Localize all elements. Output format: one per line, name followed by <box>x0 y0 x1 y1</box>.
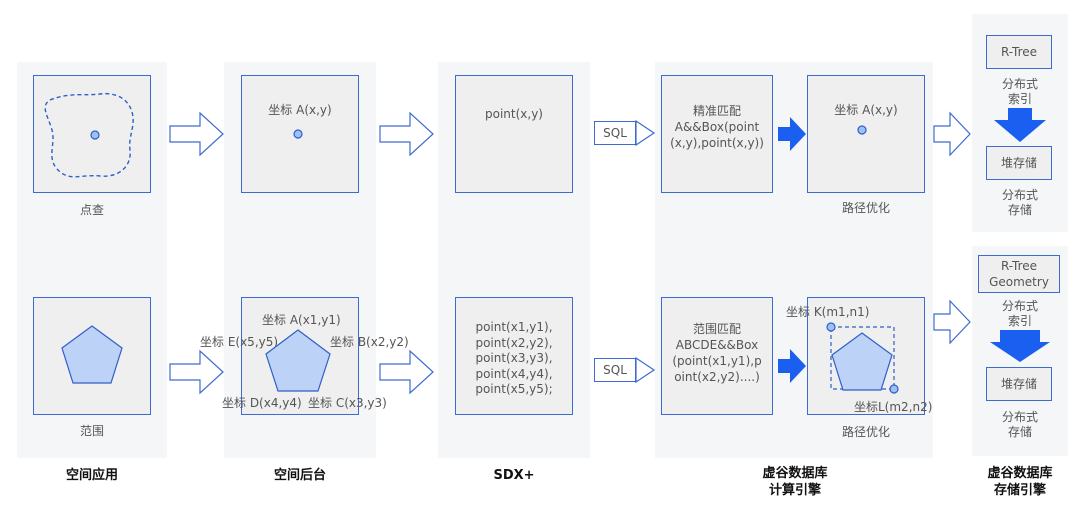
backend-coord-c: 坐标 C(x3,y3) <box>308 396 387 410</box>
range-match-box <box>661 297 773 415</box>
hollow-arrow-app-backend-top <box>169 111 224 157</box>
sql-arrow-head-bottom <box>635 356 656 384</box>
dist-index-top-line2: 索引 <box>1007 92 1032 106</box>
sdx-range-line: point(x2,y2), <box>475 335 553 350</box>
range-match-lines: 范围匹配 ABCDE&&Box (point(x1,y1),p oint(x2,… <box>661 321 773 385</box>
k-corner-dot <box>826 322 836 332</box>
range-match-line: ABCDE&&Box <box>675 338 759 352</box>
result-range-pentagon <box>831 332 893 391</box>
backend-point-dot <box>293 129 303 139</box>
app-range-label: 范围 <box>79 424 104 438</box>
dist-store-top-line2: 存储 <box>1007 203 1032 217</box>
dist-index-top-line1: 分布式 <box>1001 77 1038 91</box>
backend-column-title: 空间后台 <box>273 468 326 483</box>
backend-range-pentagon <box>265 329 331 392</box>
heap-box-bottom: 堆存储 <box>986 367 1052 401</box>
locate-down-arrow <box>994 108 1046 142</box>
rtree-geometry-line1: R-Tree <box>1000 259 1038 273</box>
rtree-geometry-box: R-Tree Geometry <box>978 255 1060 293</box>
hollow-arrow-backend-sdx-bottom <box>379 349 434 395</box>
range-match-line: (point(x1,y1),p <box>672 354 762 368</box>
path-opt-bottom: 路径优化 <box>841 425 890 439</box>
point-match-line: A&&Box(point <box>674 120 760 134</box>
dist-store-bottom-line1: 分布式 <box>1001 410 1038 424</box>
dist-store-top: 分布式 存储 <box>972 188 1068 218</box>
backend-coord-a: 坐标 A(x1,y1) <box>262 313 341 327</box>
sql-label-top: SQL <box>594 121 636 145</box>
app-point-dot <box>90 130 100 140</box>
point-match-lines: 精准匹配 A&&Box(point (x,y),point(x,y)) <box>661 103 773 151</box>
sdx-range-line: point(x1,y1), <box>475 320 553 334</box>
storage-column-title: 虚谷数据库 存储引擎 <box>962 466 1078 500</box>
point-match-box <box>661 75 773 193</box>
sdx-range-line: point(x5,y5); <box>475 382 553 397</box>
app-range-pentagon <box>61 325 123 384</box>
range-result-k: 坐标 K(m1,n1) <box>786 305 870 319</box>
sdx-point-box <box>455 75 573 193</box>
dashed-region-shape <box>44 92 134 178</box>
compute-title-line1: 虚谷数据库 <box>762 466 828 481</box>
backend-coord-e: 坐标 E(x5,y5) <box>200 335 279 349</box>
rtree-geometry-line2: Geometry <box>989 275 1049 289</box>
sdx-range-line: point(x3,y3), <box>475 351 553 366</box>
dist-index-bottom-line1: 分布式 <box>1001 299 1038 313</box>
compute-title-line2: 计算引擎 <box>768 482 821 498</box>
hollow-arrow-compute-storage-bottom <box>933 299 971 345</box>
l-corner-dot <box>889 384 899 394</box>
solid-arrow-bottom <box>778 349 806 383</box>
dist-store-bottom: 分布式 存储 <box>972 410 1068 440</box>
sdx-column-title: SDX+ <box>493 468 535 483</box>
backend-point-coord: 坐标 A(x,y) <box>268 103 332 117</box>
dist-store-top-line1: 分布式 <box>1001 188 1038 202</box>
point-match-line: 精准匹配 <box>692 104 741 118</box>
dist-store-bottom-line2: 存储 <box>1007 425 1032 439</box>
result-point-dot <box>857 125 867 135</box>
storage-title-line1: 虚谷数据库 <box>987 466 1053 481</box>
point-result-box <box>807 75 925 193</box>
hollow-arrow-backend-sdx-top <box>379 111 434 157</box>
point-result-coord: 坐标 A(x,y) <box>834 103 898 117</box>
range-result-l: 坐标L(m2,n2) <box>854 400 933 414</box>
range-match-line: 范围匹配 <box>692 322 741 336</box>
sdx-range-box <box>455 297 573 415</box>
point-match-line: (x,y),point(x,y)) <box>670 136 764 150</box>
sdx-range-line: point(x4,y4), <box>475 366 553 381</box>
sdx-point-text: point(x,y) <box>485 107 543 121</box>
backend-coord-d: 坐标 D(x4,y4) <box>222 396 302 410</box>
app-column-title: 空间应用 <box>65 468 118 483</box>
sdx-range-lines: point(x1,y1), point(x2,y2), point(x3,y3)… <box>455 320 573 398</box>
backend-coord-b: 坐标 B(x2,y2) <box>330 335 409 349</box>
sql-label-bottom: SQL <box>594 358 636 382</box>
dist-index-bottom-line2: 索引 <box>1007 314 1032 328</box>
locmatch-down-arrow <box>990 330 1050 362</box>
storage-title-line2: 存储引擎 <box>993 482 1046 498</box>
heap-box-top: 堆存储 <box>986 146 1052 180</box>
dist-index-top: 分布式 索引 <box>972 77 1068 107</box>
dist-index-bottom: 分布式 索引 <box>972 299 1068 329</box>
hollow-arrow-app-backend-bottom <box>169 349 224 395</box>
path-opt-top: 路径优化 <box>841 201 890 215</box>
range-match-line: oint(x2,y2)....) <box>674 370 760 384</box>
rtree-box: R-Tree <box>986 35 1052 69</box>
sql-arrow-head-top <box>635 119 656 147</box>
hollow-arrow-compute-storage-top <box>933 111 971 157</box>
solid-arrow-top <box>778 117 806 151</box>
app-point-label: 点查 <box>79 203 104 217</box>
compute-column-title: 虚谷数据库 计算引擎 <box>700 466 890 500</box>
